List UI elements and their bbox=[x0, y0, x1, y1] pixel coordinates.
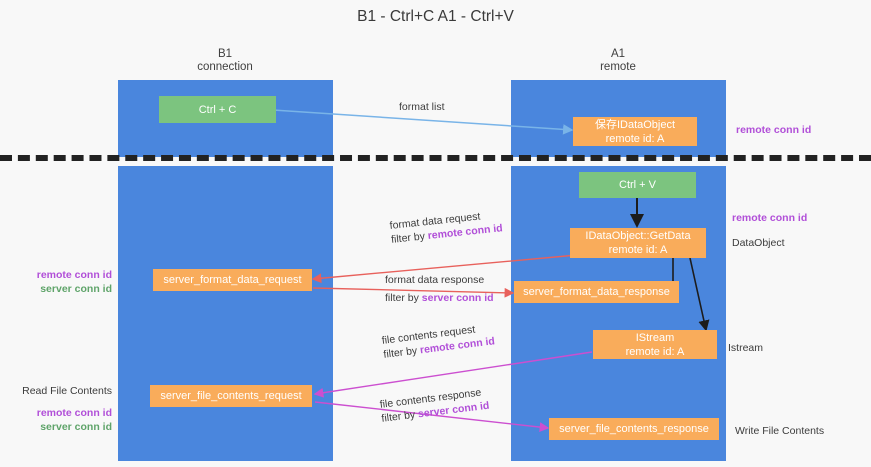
node-server-format-data-response-line1: server_format_data_response bbox=[523, 286, 670, 298]
side-label-right-remote-conn-mid: remote conn id bbox=[732, 212, 808, 224]
node-istream-line2: remote id: A bbox=[625, 345, 685, 358]
lane-a1-bottom bbox=[511, 166, 726, 461]
edge-label-format-data-response-line2: filter by server conn id bbox=[385, 291, 494, 305]
side-label-right-write-file-contents: Write File Contents bbox=[735, 425, 825, 437]
filter-prefix: filter by bbox=[380, 408, 419, 425]
edge-label-format-data-response: format data response filter by server co… bbox=[385, 273, 494, 305]
column-header-b1-role: connection bbox=[197, 61, 253, 73]
node-save-idataobject-line1: 保存IDataObject bbox=[594, 118, 676, 131]
node-istream[interactable]: IStream remote id: A bbox=[593, 330, 717, 359]
side-label-left-remote-conn-mid: remote conn id bbox=[36, 269, 112, 281]
node-ctrl-c[interactable]: Ctrl + C bbox=[159, 96, 276, 123]
filter-prefix: filter by bbox=[385, 292, 422, 304]
side-label-right-istream: Istream bbox=[728, 342, 764, 354]
filter-prefix: filter by bbox=[382, 344, 421, 361]
side-label-left-conn-ids-mid: remote conn id server conn id bbox=[0, 268, 112, 296]
title-line-1: B1 - Ctrl+C bbox=[357, 8, 435, 25]
side-label-right-remote-conn-top: remote conn id bbox=[736, 124, 812, 136]
edge-label-file-contents-request: file contents request filter by remote c… bbox=[381, 320, 496, 361]
filter-key-server-conn-id: server conn id bbox=[421, 292, 494, 304]
edge-label-format-data-response-line1: format data response bbox=[385, 274, 485, 286]
column-header-b1: B1 connection bbox=[145, 48, 305, 74]
node-server-file-contents-response-line1: server_file_contents_response bbox=[559, 423, 709, 435]
node-istream-line1: IStream bbox=[635, 331, 675, 344]
node-server-file-contents-request-line1: server_file_contents_request bbox=[160, 390, 302, 402]
column-header-b1-name: B1 bbox=[217, 48, 233, 60]
edge-label-file-contents-response: file contents response filter by server … bbox=[379, 385, 490, 426]
node-save-idataobject[interactable]: 保存IDataObject remote id: A bbox=[573, 117, 697, 146]
title-line-2: A1 - Ctrl+V bbox=[437, 8, 514, 25]
column-header-a1-name: A1 bbox=[610, 48, 626, 60]
node-ctrl-v[interactable]: Ctrl + V bbox=[579, 172, 696, 198]
node-server-file-contents-response[interactable]: server_file_contents_response bbox=[549, 418, 719, 440]
side-label-left-remote-conn-bot: remote conn id bbox=[36, 407, 112, 419]
node-ctrl-c-line1: Ctrl + C bbox=[198, 103, 237, 116]
side-label-left-read-file-block: Read File Contents remote conn id server… bbox=[0, 384, 112, 434]
edge-label-format-list: format list bbox=[399, 101, 445, 113]
node-getdata-line2: remote id: A bbox=[608, 244, 668, 256]
diagram-title: B1 - Ctrl+C A1 - Ctrl+V bbox=[0, 6, 871, 27]
side-label-right-dataobject: DataObject bbox=[732, 237, 785, 249]
section-divider-dashed bbox=[0, 155, 871, 161]
node-ctrl-v-line1: Ctrl + V bbox=[619, 179, 656, 191]
node-getdata-line1: IDataObject::GetData bbox=[585, 230, 691, 242]
column-header-a1: A1 remote bbox=[538, 48, 698, 74]
node-server-format-data-response[interactable]: server_format_data_response bbox=[514, 281, 679, 303]
side-label-left-read-file-contents: Read File Contents bbox=[22, 385, 112, 397]
side-label-left-server-conn-mid: server conn id bbox=[40, 283, 112, 295]
side-label-left-server-conn-bot: server conn id bbox=[40, 421, 112, 433]
column-header-a1-role: remote bbox=[600, 61, 636, 73]
node-server-format-data-request[interactable]: server_format_data_request bbox=[153, 269, 312, 291]
node-server-format-data-request-line1: server_format_data_request bbox=[163, 274, 302, 286]
lane-b1-bottom bbox=[118, 166, 333, 461]
filter-prefix: filter by bbox=[390, 230, 429, 246]
node-save-idataobject-line2: remote id: A bbox=[605, 132, 665, 145]
edge-label-format-data-request: format data request filter by remote con… bbox=[389, 207, 503, 247]
node-getdata[interactable]: IDataObject::GetData remote id: A bbox=[570, 228, 706, 258]
node-server-file-contents-request[interactable]: server_file_contents_request bbox=[150, 385, 312, 407]
